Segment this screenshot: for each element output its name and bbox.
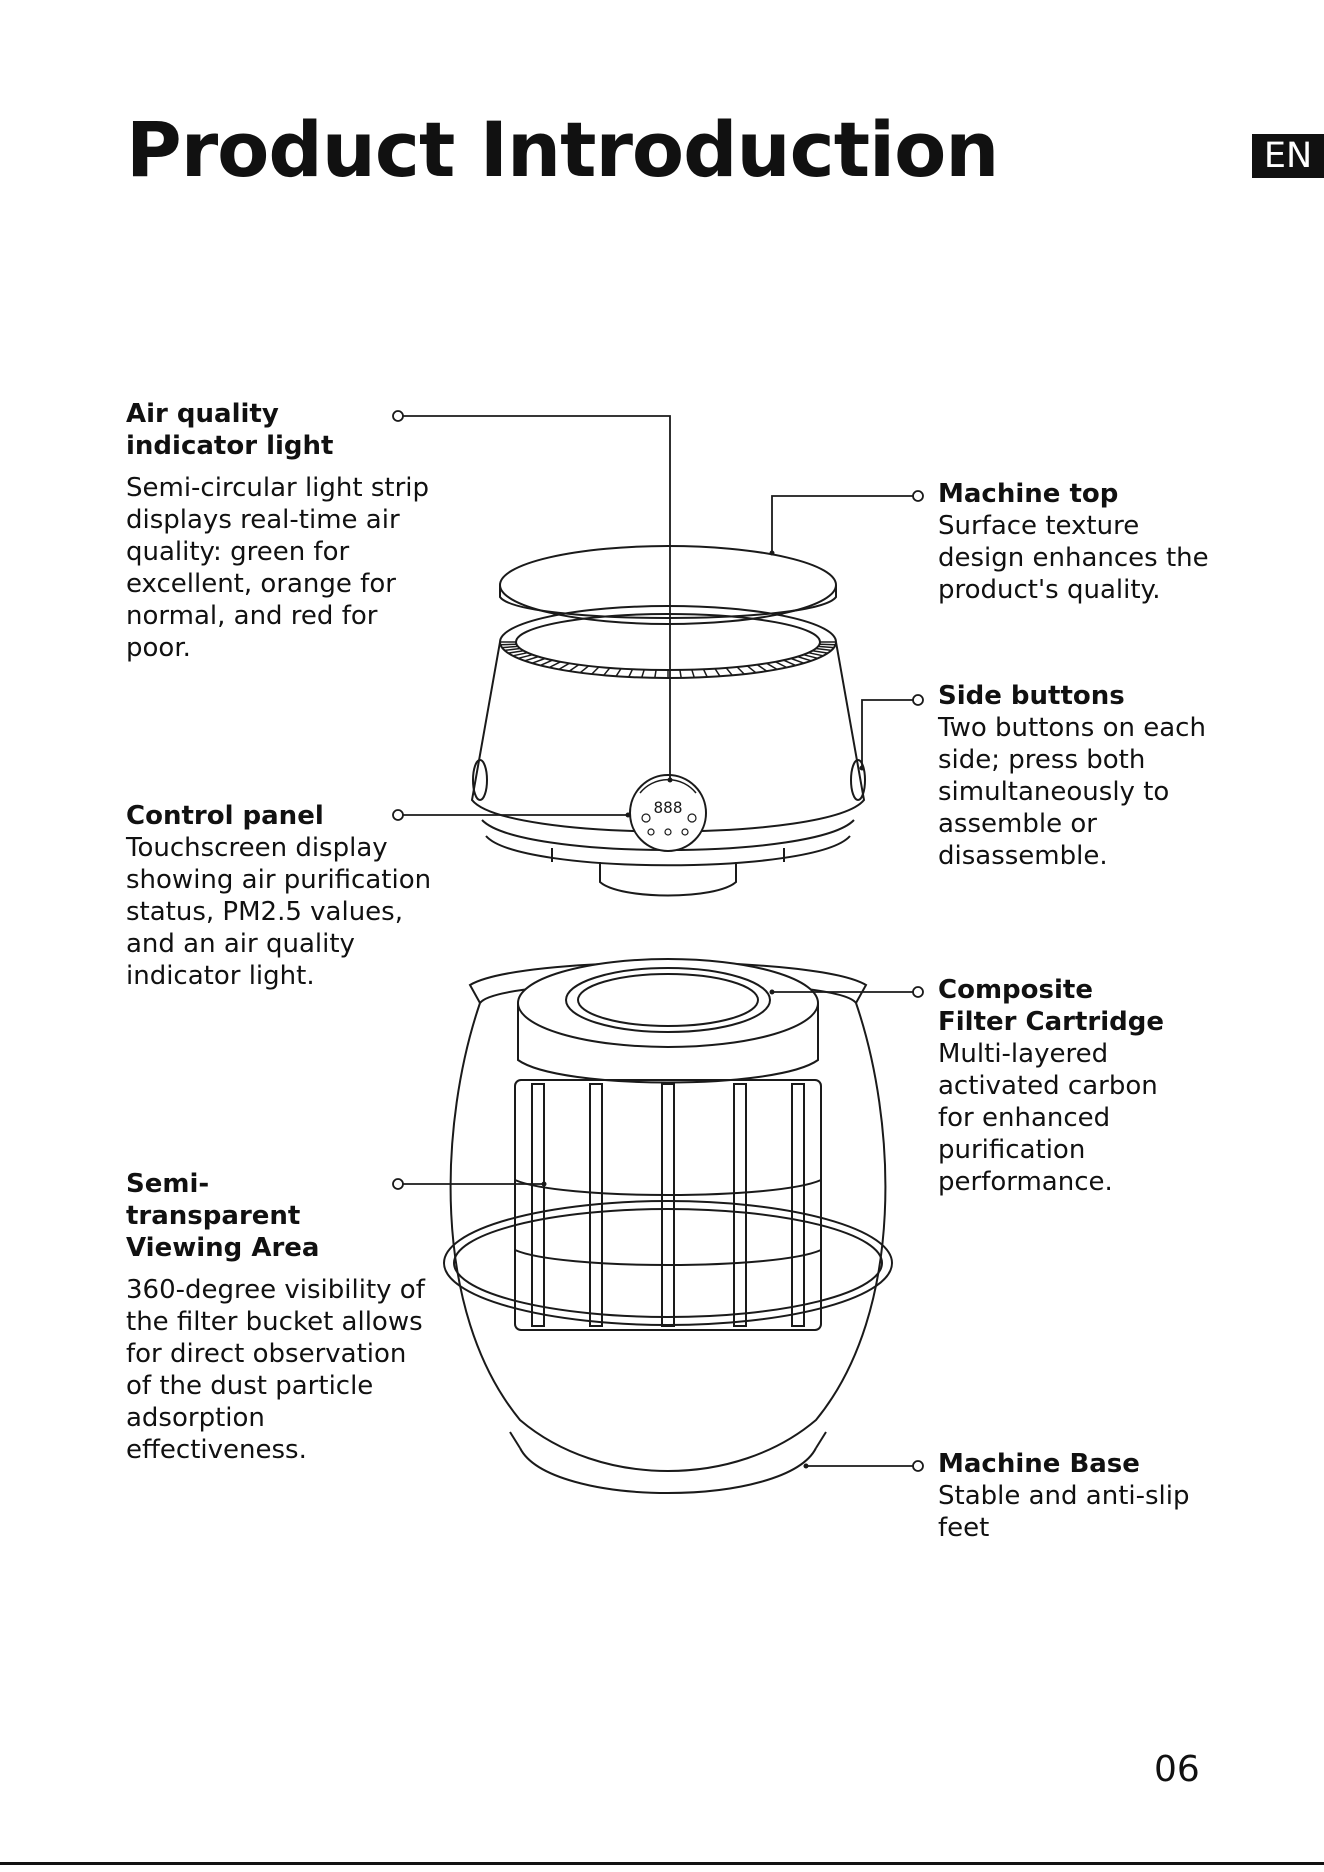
grille-slat [540, 659, 553, 667]
grille-slat [502, 645, 518, 649]
grille-slat [615, 668, 622, 677]
callout-label: Composite Filter Cartridge [938, 975, 1164, 1037]
grille-slat [803, 653, 818, 660]
leader-lines [392, 410, 924, 1472]
page-title: Product Introduction [126, 105, 999, 194]
grille-slat [775, 661, 788, 669]
grille-slat [518, 653, 533, 660]
callout-description: Semi-circular light strip displays real-… [126, 473, 429, 663]
grille-slat [691, 669, 696, 678]
callout-machine-top: Machine top Surface texture design enhan… [938, 478, 1218, 606]
machine-top-lid [499, 545, 837, 625]
filter-frame-bar [791, 1083, 805, 1327]
viewing-area-ring [443, 1200, 893, 1326]
control-panel-readout: 888 [654, 798, 683, 817]
filter-cartridge [514, 958, 822, 1331]
grille-slat [797, 655, 812, 662]
callout-label: Semi-transparent Viewing Area [126, 1169, 320, 1263]
grille-slat [725, 667, 733, 676]
grille-slat [640, 669, 645, 678]
callout-label: Air quality indicator light [126, 399, 334, 461]
callout-air-quality-light: Air quality indicator light Semi-circula… [126, 398, 429, 664]
callout-label: Control panel [126, 801, 324, 831]
grille-slat [568, 664, 580, 672]
callout-description: Multi-layered activated carbon for enhan… [938, 1039, 1158, 1197]
callout-description: 360-degree visibility of the filter buck… [126, 1275, 425, 1465]
grille-slat [756, 664, 768, 672]
grille-slat [819, 643, 836, 646]
grille-slat [679, 669, 682, 679]
filter-frame-bar [661, 1083, 675, 1327]
grille-slat [815, 647, 832, 652]
grille-slat [524, 655, 539, 662]
callout-machine-base: Machine Base Stable and anti-slip feet [938, 1448, 1218, 1544]
language-badge: EN [1252, 134, 1324, 178]
callout-label: Machine Base [938, 1449, 1140, 1479]
callout-label: Machine top [938, 479, 1119, 509]
side-button-left [472, 759, 488, 801]
grille-slat [746, 665, 757, 674]
page-number: 06 [1154, 1749, 1200, 1790]
callout-description: Stable and anti-slip feet [938, 1481, 1190, 1543]
grille-slat [783, 659, 796, 667]
grille-slat [579, 665, 590, 674]
bottom-rule [0, 1862, 1324, 1865]
grille-slat [736, 666, 745, 675]
grille-slat [531, 657, 546, 664]
callout-label: Side buttons [938, 681, 1125, 711]
callout-filter-cartridge: Composite Filter Cartridge Multi-layered… [938, 974, 1178, 1198]
grille-slat [548, 661, 561, 669]
grille-slat [508, 649, 524, 654]
grille-slat [818, 645, 834, 649]
grille-slat [512, 651, 528, 657]
grille-slat [591, 666, 600, 675]
grille-slat [766, 662, 778, 671]
grille-slat [628, 668, 634, 678]
grille-slat [790, 657, 805, 664]
filter-frame-bar [531, 1083, 545, 1327]
callout-side-buttons: Side buttons Two buttons on each side; p… [938, 680, 1218, 872]
grille-slat [812, 649, 828, 654]
grille-slat [714, 668, 721, 677]
control-panel-display [629, 774, 707, 852]
grille-slat [504, 647, 521, 652]
grille-slat [500, 643, 517, 646]
machine-base [509, 1431, 827, 1494]
callout-description: Two buttons on each side; press both sim… [938, 713, 1206, 871]
callout-viewing-area: Semi-transparent Viewing Area 360-degree… [126, 1168, 426, 1466]
grille-slat [558, 662, 570, 671]
grille-slat [702, 668, 708, 678]
side-button-right [850, 759, 866, 801]
callout-description: Touchscreen display showing air purifica… [126, 833, 432, 991]
grille-slat [654, 669, 657, 679]
callout-description: Surface texture design enhances the prod… [938, 511, 1209, 605]
callout-control-panel: Control panel Touchscreen display showin… [126, 800, 446, 992]
upper-body [470, 641, 866, 897]
grille-slat [603, 667, 611, 676]
grille-slat [808, 651, 824, 657]
